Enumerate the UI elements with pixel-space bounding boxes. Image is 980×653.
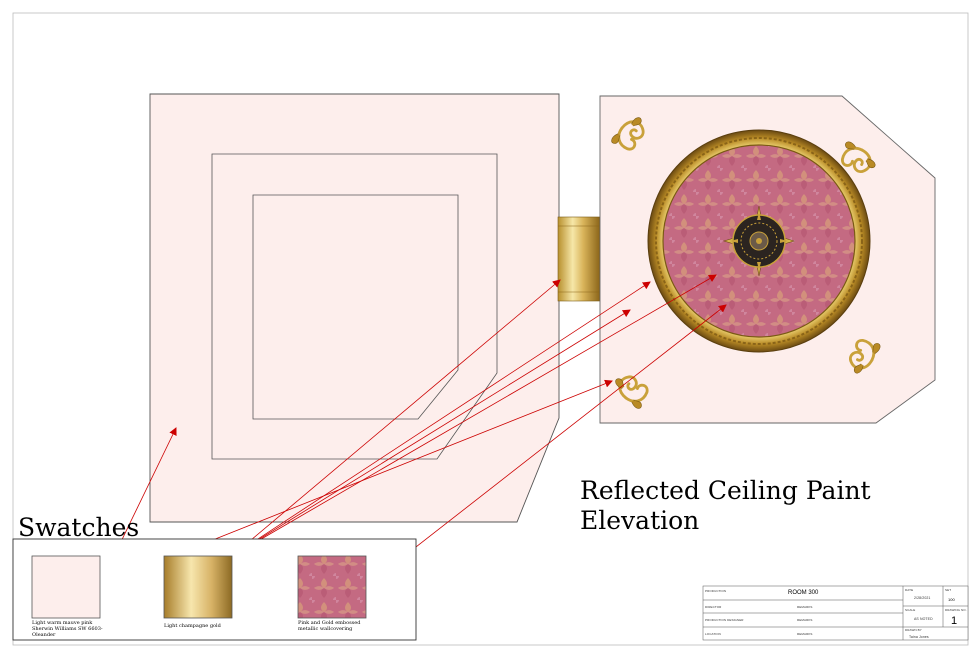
tb-drawing-no-label: DRAWING NO. [945, 608, 967, 612]
tb-drawn-by-label: DRAWN BY [905, 628, 922, 632]
ceiling-medallion [647, 129, 871, 353]
tb-production-designer-label: PRODUCTION DESIGNER [705, 618, 744, 622]
swatch-wallcovering [297, 555, 367, 619]
ceiling-panel-right [599, 95, 936, 424]
central-rosette [722, 205, 796, 277]
tb-drawing-no-value: 1 [951, 615, 958, 627]
ceiling-plan-left [149, 93, 560, 523]
tb-production-designer-value: REMARKS [797, 618, 813, 622]
swatch-wallcovering-label: Pink and Gold embossed metallic wallcove… [298, 620, 361, 632]
gold-connector [557, 216, 601, 302]
swatch-gold [163, 555, 233, 619]
tb-location-label: LOCATION [705, 632, 721, 636]
outer-ceiling-outline [149, 93, 560, 523]
leader-arrows [99, 274, 727, 587]
tb-date-label: DATE [905, 588, 914, 592]
drawing-title-line1: Reflected Ceiling Paint [580, 476, 871, 505]
swatch-pink-label: Light warm mauve pink Sherwin Williams S… [32, 620, 103, 638]
tb-drawn-by-value: Taina Jones [909, 635, 929, 639]
tb-location-value: REMARKS [797, 632, 813, 636]
swatches-heading: Swatches [18, 513, 140, 542]
tb-scale-label: SCALE [905, 608, 916, 612]
tb-set-value: 100 [948, 597, 955, 602]
swatches-panel [12, 538, 417, 641]
arrow-wallcovering-to-medallion [365, 304, 727, 587]
arrow-gold-to-ring-a [231, 281, 651, 557]
swatch-pink [31, 555, 101, 619]
swatch-gold-label: Light champagne gold [164, 623, 221, 629]
arrow-gold-to-connector [231, 279, 561, 557]
tb-production-value: ROOM 300 [788, 590, 819, 596]
tb-production-label: PRODUCTION [705, 589, 727, 593]
drawing-title-line2: Elevation [580, 506, 700, 535]
middle-ceiling-outline [211, 153, 498, 460]
sheet-border [12, 12, 969, 646]
tb-date-value: 2/28/2021 [914, 596, 931, 600]
tb-director-value: REMARKS [797, 605, 813, 609]
arrow-gold-to-ring-b [231, 309, 631, 557]
title-block [702, 585, 969, 641]
drawing-title: Reflected Ceiling Paint Elevation [580, 476, 871, 536]
tb-scale-value: AS NOTED [914, 617, 933, 621]
tb-set-label: SET [945, 588, 952, 592]
arrow-gold-to-rosette [231, 274, 717, 557]
inner-ceiling-outline [252, 194, 459, 420]
tb-director-label: DIRECTOR [705, 605, 722, 609]
